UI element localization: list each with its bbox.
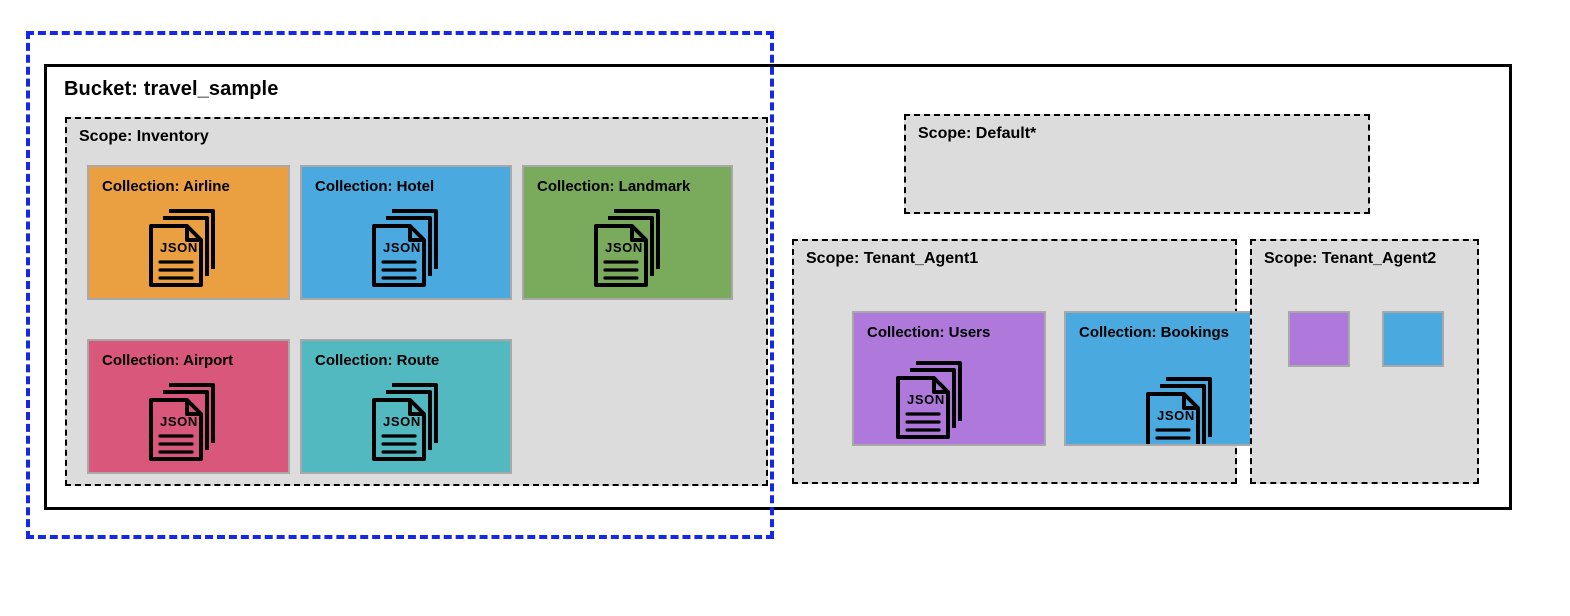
collection-airport-label: Collection: Airport bbox=[102, 352, 234, 369]
collection-airline[interactable]: Collection: Airline JSON bbox=[87, 165, 290, 300]
collection-airport[interactable]: Collection: Airport JSON bbox=[87, 339, 290, 474]
json-documents-icon: JSON bbox=[886, 357, 978, 443]
svg-text:JSON: JSON bbox=[605, 240, 643, 255]
collection-bookings[interactable]: Collection: Bookings JSON bbox=[1064, 311, 1258, 446]
svg-text:JSON: JSON bbox=[383, 414, 421, 429]
scope-tenant-agent2-label: Scope: Tenant_Agent2 bbox=[1264, 250, 1437, 267]
scope-default-label: Scope: Default* bbox=[918, 125, 1037, 142]
bucket-container: Bucket: travel_sample Scope: Inventory C… bbox=[44, 64, 1512, 510]
json-documents-icon: JSON bbox=[584, 205, 676, 291]
scope-inventory[interactable]: Scope: Inventory Collection: Airline JSO… bbox=[65, 117, 768, 486]
json-documents-icon: JSON bbox=[362, 379, 454, 465]
collection-swatch-purple[interactable] bbox=[1288, 311, 1350, 367]
collection-landmark-label: Collection: Landmark bbox=[537, 178, 691, 195]
scope-tenant-agent1-label: Scope: Tenant_Agent1 bbox=[806, 250, 979, 267]
collection-users-label: Collection: Users bbox=[867, 324, 991, 341]
collection-route[interactable]: Collection: Route JSON bbox=[300, 339, 512, 474]
json-documents-icon: JSON bbox=[1136, 373, 1228, 444]
json-documents-icon: JSON bbox=[139, 379, 231, 465]
bucket-title: Bucket: travel_sample bbox=[64, 78, 279, 100]
svg-text:JSON: JSON bbox=[907, 392, 945, 407]
json-documents-icon: JSON bbox=[139, 205, 231, 291]
collection-swatch-blue[interactable] bbox=[1382, 311, 1444, 367]
collection-users[interactable]: Collection: Users JSON bbox=[852, 311, 1046, 446]
scope-inventory-label: Scope: Inventory bbox=[79, 128, 209, 145]
collection-hotel[interactable]: Collection: Hotel JSON bbox=[300, 165, 512, 300]
collection-landmark[interactable]: Collection: Landmark JSON bbox=[522, 165, 733, 300]
collection-route-label: Collection: Route bbox=[315, 352, 440, 369]
scope-tenant-agent2[interactable]: Scope: Tenant_Agent2 bbox=[1250, 239, 1479, 484]
collection-bookings-label: Collection: Bookings bbox=[1079, 324, 1229, 341]
json-documents-icon: JSON bbox=[362, 205, 454, 291]
svg-text:JSON: JSON bbox=[1157, 408, 1195, 423]
scope-tenant-agent1[interactable]: Scope: Tenant_Agent1 Collection: Users J… bbox=[792, 239, 1258, 484]
svg-text:JSON: JSON bbox=[160, 414, 198, 429]
collection-airline-label: Collection: Airline bbox=[102, 178, 230, 195]
svg-text:JSON: JSON bbox=[383, 240, 421, 255]
collection-hotel-label: Collection: Hotel bbox=[315, 178, 435, 195]
svg-text:JSON: JSON bbox=[160, 240, 198, 255]
scope-default[interactable]: Scope: Default* bbox=[904, 114, 1370, 214]
